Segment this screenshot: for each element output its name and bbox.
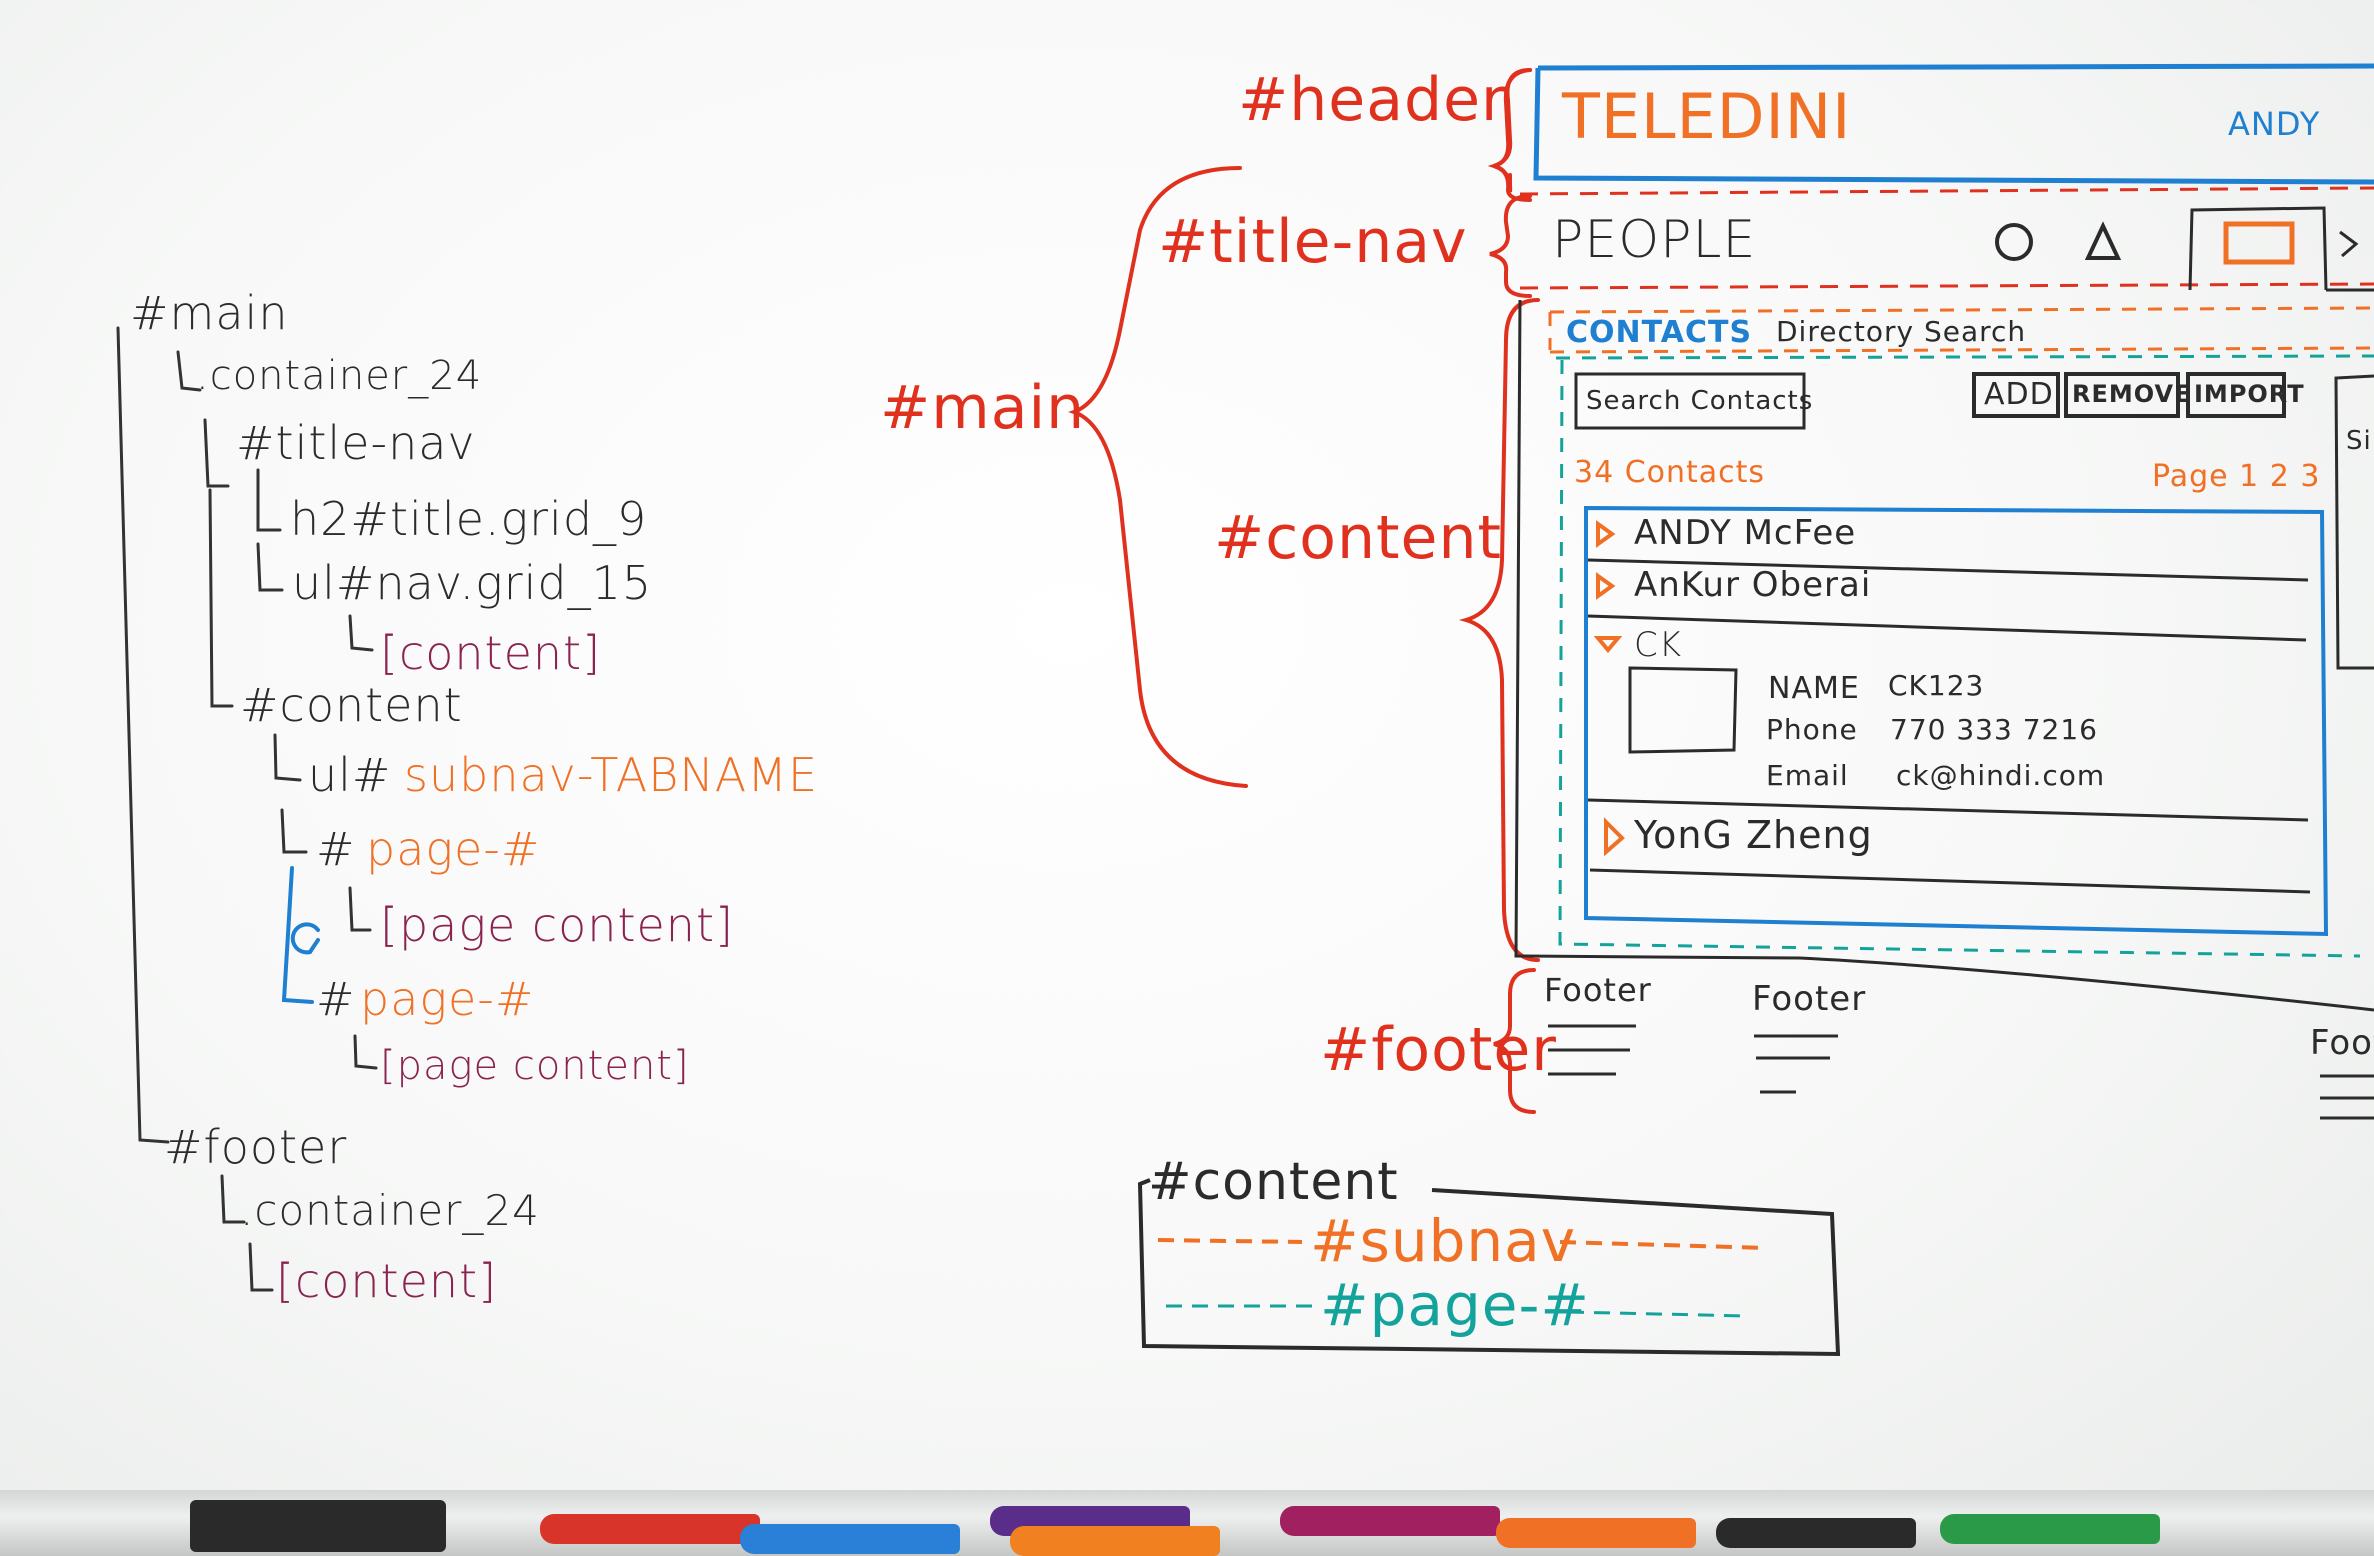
tree-page-hash-1: # <box>316 822 356 876</box>
wire-contact-4: YonG Zheng <box>1634 813 1873 857</box>
eraser <box>190 1500 446 1552</box>
wire-footer-col-1: Footer <box>1544 971 1652 1009</box>
wire-contact-2: AnKur Oberai <box>1634 565 1872 605</box>
tree-ul-prefix: ul# <box>308 748 392 802</box>
wire-footer-col-3: Foot <box>2310 1023 2374 1063</box>
tree-page-2: page-# <box>360 972 535 1026</box>
wire-name-label: NAME <box>1768 671 1860 706</box>
wire-user: ANDY <box>2228 105 2321 143</box>
tree-footer-content: [content] <box>276 1254 498 1308</box>
tree-page-content-1: [page content] <box>380 898 734 952</box>
red-marker <box>540 1514 760 1544</box>
blue-marker <box>740 1524 960 1554</box>
wire-pagination: Page 1 2 3 <box>2152 459 2321 494</box>
legend-subnav: #subnav <box>1310 1207 1577 1275</box>
legend-page: #page-# <box>1320 1271 1590 1339</box>
tree-subnav: subnav-TABNAME <box>404 748 819 802</box>
label-content: #content <box>1214 503 1502 573</box>
legend-content: #content <box>1148 1152 1399 1212</box>
wire-contact-count: 34 Contacts <box>1574 455 1766 490</box>
tree-container: .container_24 <box>196 353 483 399</box>
tree-page-content-2: [page content] <box>380 1043 690 1089</box>
wire-footer-col-2: Footer <box>1752 979 1867 1019</box>
wire-phone-label: Phone <box>1766 713 1858 746</box>
wire-brand: TELEDINI <box>1562 80 1852 153</box>
tree-footer-container: .container_24 <box>240 1186 540 1235</box>
wire-subnav-active: CONTACTS <box>1566 315 1753 350</box>
orange-marker-1 <box>1010 1526 1220 1556</box>
wire-page-title: PEOPLE <box>1552 210 1757 270</box>
tree-page-1: page-# <box>366 822 541 876</box>
label-title-nav: #title-nav <box>1158 207 1468 277</box>
black-marker <box>1716 1518 1916 1548</box>
tree-title-nav: #title-nav <box>236 416 476 470</box>
wire-email-label: Email <box>1766 759 1849 792</box>
wire-remove-button: REMOVE <box>2072 380 2192 408</box>
label-header: #header <box>1238 65 1507 135</box>
wire-name-value: CK123 <box>1888 669 1985 702</box>
wire-contact-1: ANDY McFee <box>1634 513 1857 553</box>
magenta-marker <box>1280 1506 1500 1536</box>
wire-add-button: ADD <box>1984 377 2054 412</box>
orange-marker-2 <box>1496 1518 1696 1548</box>
wire-phone-value: 770 333 7216 <box>1890 713 2098 746</box>
tree-h2: h2#title.grid_9 <box>290 492 648 546</box>
wire-search-input: Search Contacts <box>1586 386 1814 416</box>
wire-email-value: ck@hindi.com <box>1896 759 2106 792</box>
wire-side-label: Si <box>2346 426 2372 456</box>
tree-page-hash-2: # <box>316 972 356 1026</box>
label-main: #main <box>880 373 1086 443</box>
tree-ul-nav: ul#nav.grid_15 <box>292 556 653 610</box>
tree-content-bracket: [content] <box>380 626 602 680</box>
wire-contact-3: CK <box>1634 625 1683 665</box>
wire-subnav-other: Directory Search <box>1776 315 2027 348</box>
tree-main: #main <box>130 286 289 340</box>
green-marker <box>1940 1514 2160 1544</box>
wire-import-button: IMPORT <box>2194 380 2305 408</box>
label-footer: #footer <box>1320 1015 1557 1085</box>
tree-content: #content <box>240 678 463 732</box>
tree-footer: #footer <box>164 1120 348 1174</box>
